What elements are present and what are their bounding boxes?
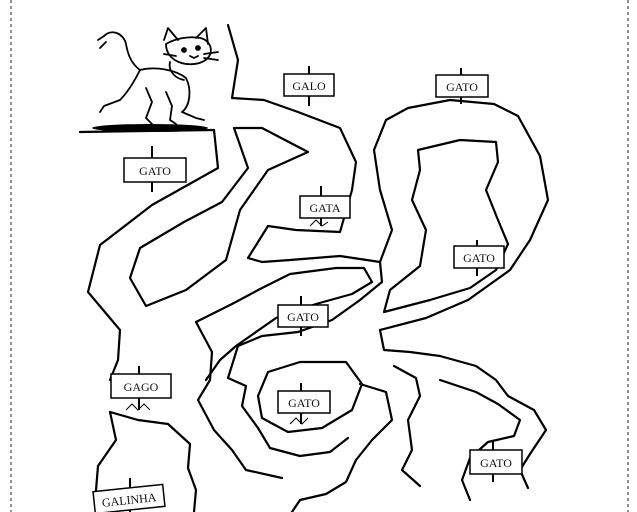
page-border xyxy=(10,0,629,512)
cat-shadow xyxy=(92,124,208,132)
sign-label: GATO xyxy=(446,80,478,94)
sign-gato-start: GATO xyxy=(123,146,187,192)
sign-label: GATO xyxy=(463,251,495,265)
sign-label: GATO xyxy=(480,456,512,470)
sign-gago: GAGO xyxy=(110,366,172,411)
sign-gato-center: GATO xyxy=(277,296,329,336)
sign-label: GATO xyxy=(288,396,320,410)
sign-label: GALINHA xyxy=(101,490,157,510)
maze-walls xyxy=(78,23,550,512)
sign-galinha: GALINHA xyxy=(92,478,166,512)
sign-gato-bottom-right: GATO xyxy=(469,440,523,482)
sign-gato-top-right: GATO xyxy=(435,68,489,104)
sign-gato-right: GATO xyxy=(453,240,505,276)
cat-icon xyxy=(97,27,219,125)
sign-label: GAGO xyxy=(124,380,159,394)
sign-label: GATO xyxy=(287,310,319,324)
sign-label: GALO xyxy=(292,79,326,93)
sign-label: GATO xyxy=(139,164,171,178)
sign-galo: GALO xyxy=(283,66,335,106)
sign-gato-bottom-center: GATO xyxy=(277,383,331,425)
sign-label: GATA xyxy=(309,201,340,215)
sign-gata: GATA xyxy=(299,186,351,227)
